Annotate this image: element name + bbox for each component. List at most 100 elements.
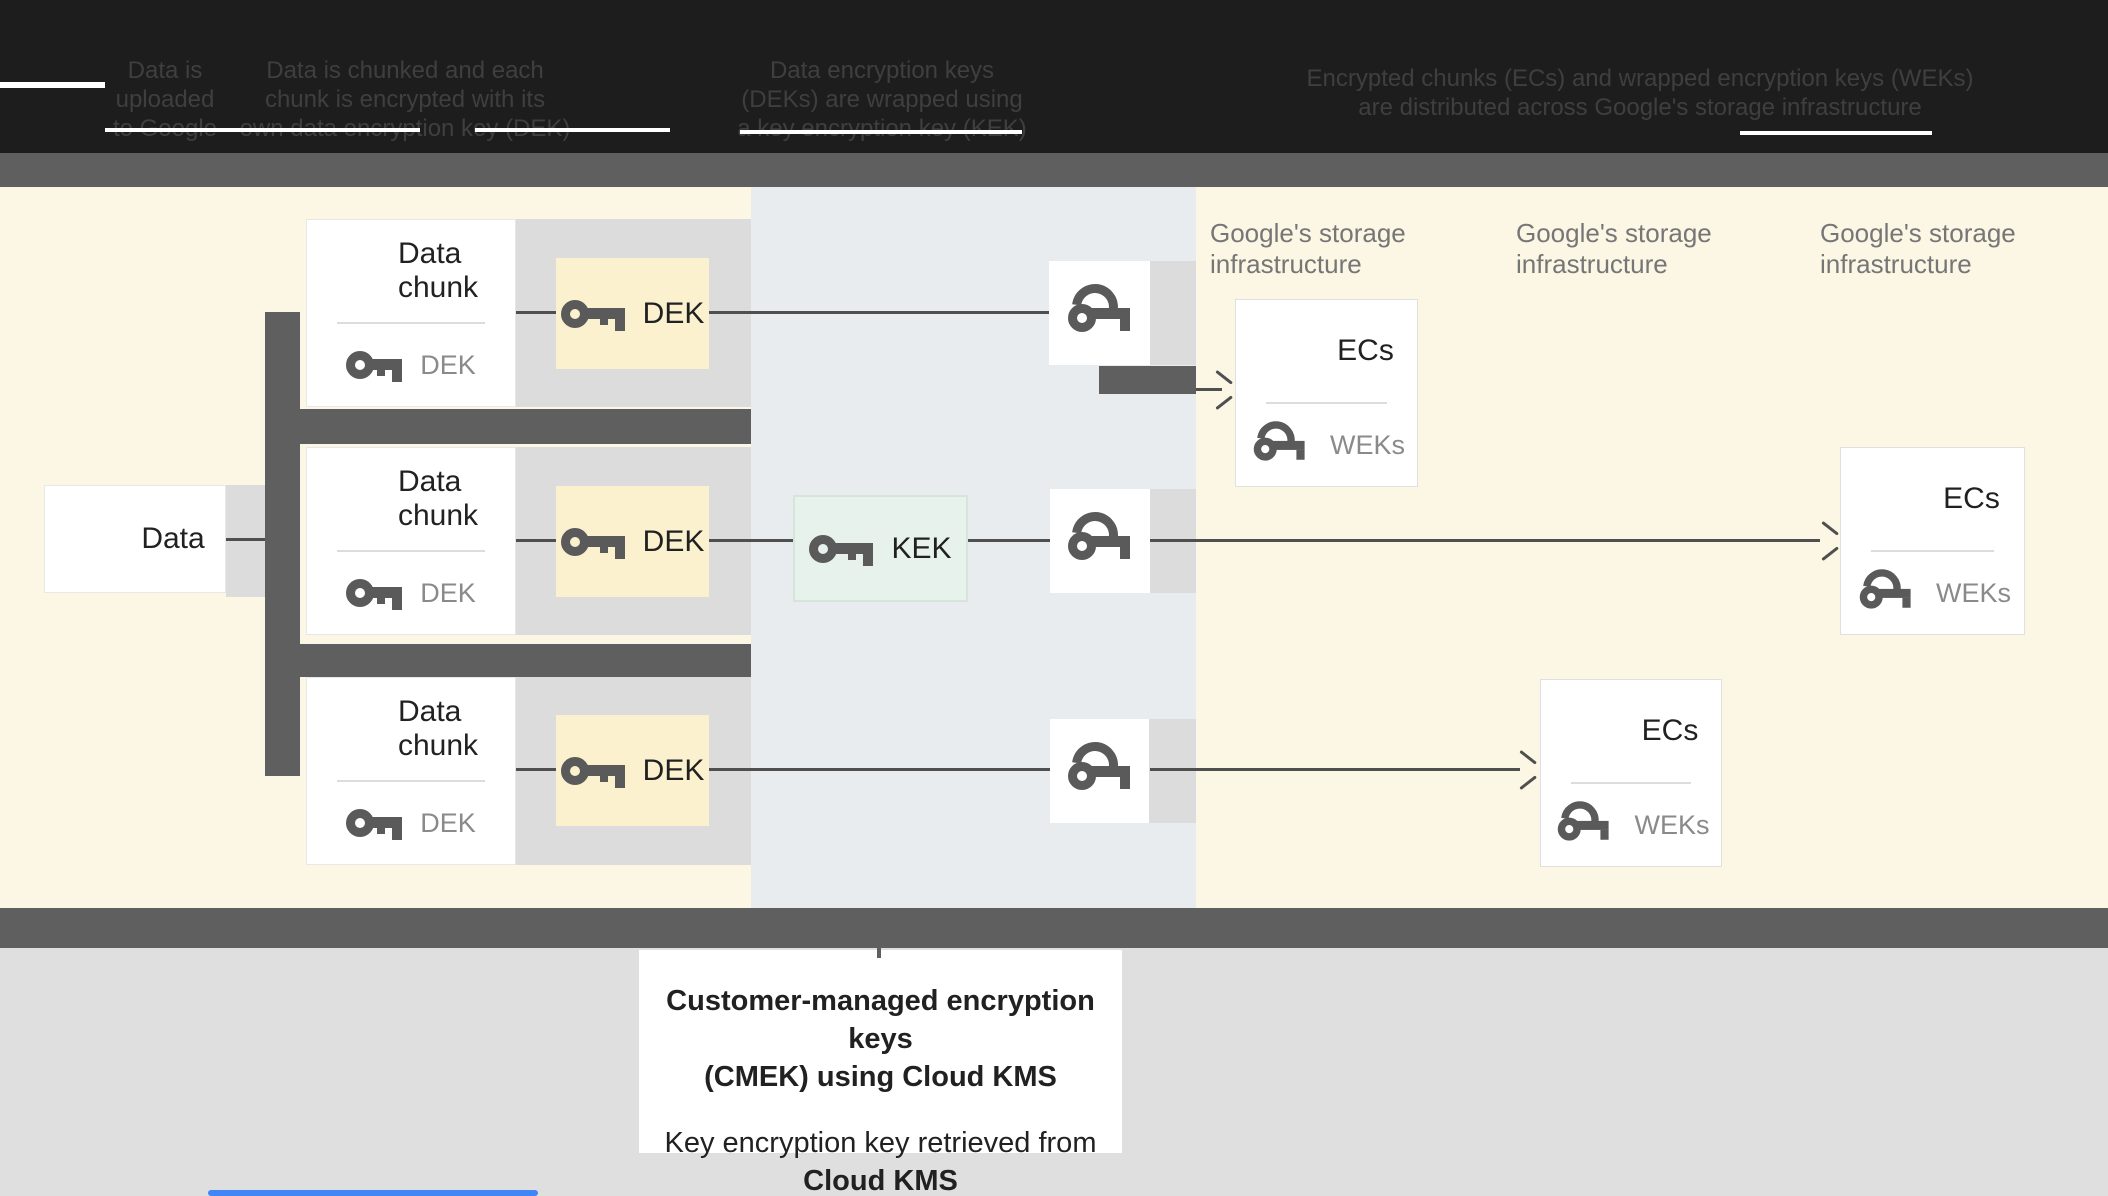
dek-box-3: DEK xyxy=(556,715,709,826)
ec-1-wek-label: WEKs xyxy=(1329,429,1405,460)
chunk-3-key-icon xyxy=(346,807,403,841)
ec-3-title: ECs xyxy=(1641,714,1699,748)
bottom-divider-band xyxy=(0,908,2108,948)
caption-line-4: Cloud KMS xyxy=(803,1165,958,1196)
step-4-description: Encrypted chunks (ECs) and wrapped encry… xyxy=(1290,64,1990,122)
storage-label-3-line-1: Google's storage xyxy=(1820,218,2016,248)
step-4-line-1: Encrypted chunks (ECs) and wrapped encry… xyxy=(1306,65,1974,92)
storage-label-1-line-1: Google's storage xyxy=(1210,218,1406,248)
caption-spacer xyxy=(639,1096,1122,1124)
storage-label-2-line-2: infrastructure xyxy=(1516,249,1668,279)
wrap-3-backdrop xyxy=(1149,719,1196,823)
data-to-trunk-line xyxy=(226,538,265,541)
chunk-3-title: Data chunk xyxy=(398,695,479,763)
fanout-bar-1 xyxy=(265,409,751,444)
dek-box-2: DEK xyxy=(556,486,709,597)
step-3-line-2: (DEKs) are wrapped using xyxy=(741,86,1023,113)
step-3-description: Data encryption keys (DEKs) are wrapped … xyxy=(712,56,1052,143)
ec-card-2: ECs WEKs xyxy=(1840,447,2025,635)
wrapped-key-box-1 xyxy=(1049,261,1150,365)
wrapped-key-1-icon xyxy=(1062,274,1132,340)
dek-1-label: DEK xyxy=(642,296,705,330)
wrapped-key-3-icon xyxy=(1062,732,1132,798)
ec-2-divider xyxy=(1871,550,1994,553)
arrowhead-ec2 xyxy=(1816,526,1838,556)
data-chunk-card-3: Data chunk DEK xyxy=(306,677,516,865)
header-white-dash xyxy=(0,82,105,88)
ec-2-wek-icon xyxy=(1855,561,1912,615)
caption-line-1: Customer-managed encryption keys xyxy=(666,985,1095,1055)
data-server-icon xyxy=(65,511,123,567)
fanout-trunk xyxy=(265,312,300,776)
chunk-2-title: Data chunk xyxy=(398,465,479,533)
step-1-line-2: uploaded xyxy=(115,86,215,113)
data-chunk-card-2: Data chunk DEK xyxy=(306,447,516,635)
storage-label-2-line-1: Google's storage xyxy=(1516,218,1712,248)
ec-1-divider xyxy=(1266,402,1387,405)
top-divider-band xyxy=(0,153,2108,187)
ec-2-server-icon xyxy=(1865,471,1923,527)
step-2-line-1: Data is chunked and each xyxy=(266,57,544,84)
chunk-2-key-icon xyxy=(346,577,403,611)
dek-box-1: DEK xyxy=(556,258,709,369)
header-band: Data is uploaded to Google Data is chunk… xyxy=(0,0,2108,153)
chunk-1-server-icon xyxy=(320,243,378,299)
ec-2-title: ECs xyxy=(1943,482,2000,516)
chunk-2-dek-label: DEK xyxy=(420,577,476,608)
dek-1-key-icon xyxy=(560,296,625,332)
chunk-2-server-icon xyxy=(320,471,378,527)
wrap1-to-ec1-line xyxy=(1196,388,1222,391)
step-3-line-3: a key encryption key (KEK) xyxy=(737,115,1027,142)
wrapped-key-box-3 xyxy=(1050,719,1149,823)
kek-label: KEK xyxy=(891,531,952,565)
data-box-label: Data xyxy=(141,522,205,555)
storage-label-3-line-2: infrastructure xyxy=(1820,249,1972,279)
ec-1-title: ECs xyxy=(1337,334,1394,368)
arrowhead-ec1 xyxy=(1210,375,1232,405)
header-underline-4 xyxy=(1740,131,1932,135)
chunk3-to-dek3-line xyxy=(516,768,556,771)
dek3-to-wrap3-line xyxy=(709,768,1050,771)
storage-label-2: Google's storage infrastructure xyxy=(1516,218,1806,280)
caption-line-3: Key encryption key retrieved from xyxy=(664,1127,1097,1159)
ec-3-divider xyxy=(1571,782,1691,785)
chunk1-to-dek1-line xyxy=(516,311,556,314)
wrap3-to-ec3-line xyxy=(1150,768,1520,771)
chunk-3-server-icon xyxy=(320,701,378,757)
ec-1-server-icon xyxy=(1259,323,1317,379)
wrap1-thick-connector xyxy=(1099,366,1196,394)
chunk-2-divider xyxy=(337,550,485,553)
kek-key-icon xyxy=(809,531,874,567)
header-underline-1 xyxy=(105,128,420,132)
wrapped-key-box-2 xyxy=(1050,489,1150,593)
dek1-to-wrap1-line xyxy=(709,311,1049,314)
ec-card-1: ECs WEKs xyxy=(1235,299,1418,487)
step-4-line-2: are distributed across Google's storage … xyxy=(1358,94,1922,121)
ec-card-3: ECs WEKs xyxy=(1540,679,1722,867)
step-3-line-1: Data encryption keys xyxy=(769,57,995,84)
wrap2-to-ec2-line xyxy=(1150,539,1820,542)
chunk-1-divider xyxy=(337,322,485,325)
data-box: Data xyxy=(44,485,226,593)
step-1-line-1: Data is xyxy=(127,57,203,84)
fanout-bar-2 xyxy=(265,644,751,677)
diagram-canvas: Google's storage infrastructure Google's… xyxy=(0,187,2108,908)
ec-1-wek-icon xyxy=(1249,413,1306,467)
dek-3-key-icon xyxy=(560,753,625,789)
horizontal-scrollbar-thumb[interactable] xyxy=(208,1190,538,1196)
ec-3-wek-icon xyxy=(1553,793,1610,847)
ec-2-wek-label: WEKs xyxy=(1935,577,2011,608)
chunk-1-title: Data chunk xyxy=(398,237,479,305)
chunk2-to-dek2-line xyxy=(516,539,556,542)
dek-3-label: DEK xyxy=(642,753,705,787)
dek-2-label: DEK xyxy=(642,524,705,558)
chunk-1-key-icon xyxy=(346,349,403,383)
kek-to-wrap2-line xyxy=(968,539,1050,542)
wrapped-key-2-icon xyxy=(1062,502,1132,568)
chunk-3-divider xyxy=(337,780,485,783)
dek-2-key-icon xyxy=(560,524,625,560)
caption-line-2: (CMEK) using Cloud KMS xyxy=(704,1061,1057,1093)
ec-3-wek-label: WEKs xyxy=(1634,809,1710,840)
data-box-backdrop xyxy=(226,485,265,597)
